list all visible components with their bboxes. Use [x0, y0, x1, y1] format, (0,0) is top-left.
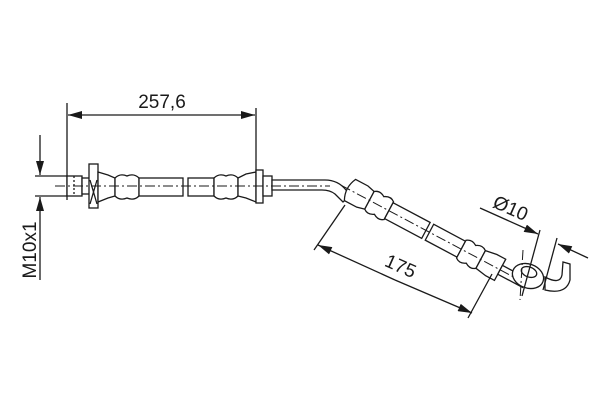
- dimension-thread: M10x1: [20, 135, 67, 280]
- hose-angled-section: [340, 178, 529, 289]
- dimension-label-257: 257,6: [138, 92, 186, 113]
- dimension-label-diameter: Ø10: [490, 192, 531, 226]
- hose-straight-section: [55, 163, 351, 209]
- banjo-fitting: [511, 249, 571, 301]
- dimension-257: 257,6: [66, 92, 257, 200]
- dimension-label-175: 175: [381, 251, 419, 283]
- dimension-label-thread: M10x1: [20, 221, 41, 278]
